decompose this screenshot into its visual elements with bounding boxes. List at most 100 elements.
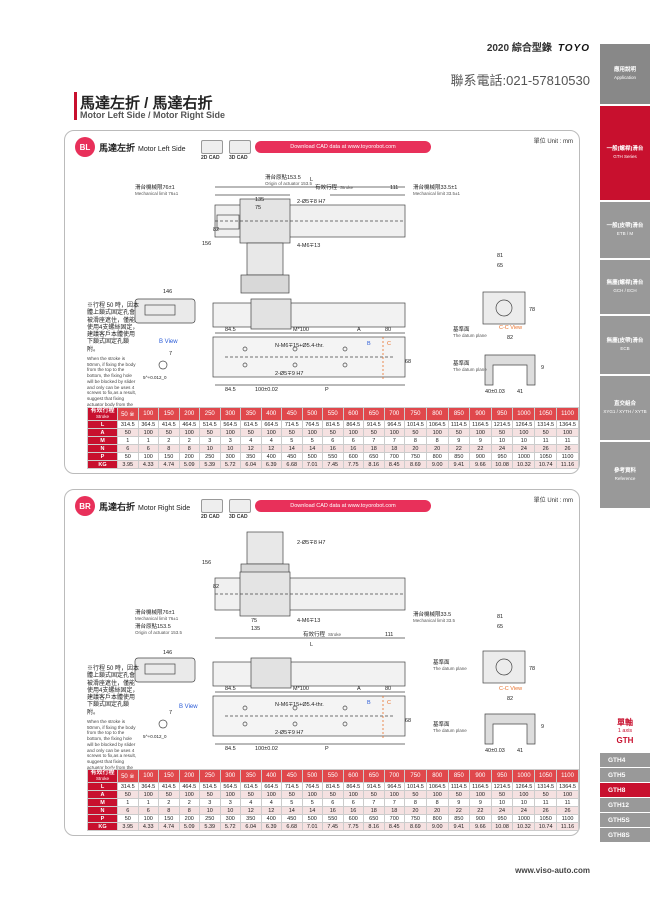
dim-75: 75 [255, 205, 261, 211]
datum-label-en: The datum plane [433, 666, 467, 671]
table-cell: 700 [383, 452, 405, 461]
stroke-cell: 400 [260, 769, 282, 783]
table-cell: 314.5 [117, 420, 139, 429]
table-cell: 250 [199, 452, 221, 461]
table-cell: 11 [556, 436, 579, 445]
cad-2d-label: 2D CAD [201, 514, 220, 520]
download-cad-button[interactable]: Download CAD data at www.toyorobot.com [255, 141, 431, 153]
stroke-cell: 350 [240, 407, 262, 421]
table-cell: 50 [158, 428, 180, 437]
table-cell: 8 [404, 436, 427, 445]
gth-item-gth5[interactable]: GTH5 [600, 767, 650, 782]
mech-limit-right-en: Mechanical limit 33.5 [413, 618, 456, 623]
gth-item-gth8s[interactable]: GTH8S [600, 827, 650, 842]
table-cell: 10.08 [490, 822, 514, 831]
gth-item-gth5s[interactable]: GTH5S [600, 812, 650, 827]
table-cell: 20 [404, 444, 427, 453]
table-cell: 664.5 [260, 420, 282, 429]
table-cell: 100 [178, 428, 200, 437]
table-cell: 1164.5 [469, 782, 492, 791]
table-cell: 11 [534, 436, 558, 445]
download-cad-button[interactable]: Download CAD data at www.toyorobot.com [255, 500, 431, 512]
table-cell: 5.39 [199, 460, 221, 469]
table-cell: 1 [137, 798, 159, 807]
table-cell: 100 [469, 790, 492, 799]
table-cell: 650 [363, 452, 385, 461]
table-cell: 1214.5 [490, 782, 514, 791]
tap-spec: N-M6∓15+Ø5.4-thr. [275, 343, 324, 349]
dim-7: 7 [169, 351, 172, 357]
row-header: P [87, 452, 118, 461]
dim-9: 9 [541, 724, 544, 730]
stroke-cell: 650 [363, 407, 385, 421]
table-cell: 16 [322, 444, 344, 453]
table-cell: 100 [425, 428, 449, 437]
table-cell: 3 [219, 436, 241, 445]
table-cell: 6 [117, 806, 139, 815]
dim-80: 80 [385, 327, 391, 333]
table-cell: 11 [556, 798, 579, 807]
stroke-cell: 600 [342, 407, 364, 421]
table-cell: 7.75 [342, 822, 364, 831]
table-cell: 10 [199, 444, 221, 453]
footer-url[interactable]: www.viso-auto.com [515, 866, 590, 875]
table-cell: 4.33 [137, 822, 159, 831]
cad-2d-icon[interactable] [201, 140, 223, 154]
table-cell: 100 [137, 790, 159, 799]
table-cell: 10.32 [512, 460, 536, 469]
table-cell: 4.74 [158, 822, 180, 831]
cad-3d-icon[interactable] [229, 140, 251, 154]
table-cell: 16 [342, 806, 364, 815]
gth-item-gth4[interactable]: GTH4 [600, 752, 650, 767]
table-cell: 864.5 [342, 782, 364, 791]
cad-3d-icon[interactable] [229, 499, 251, 513]
cad-2d-icon[interactable] [201, 499, 223, 513]
dim-40: 40±0.03 [485, 389, 505, 395]
table-cell: 9.00 [425, 460, 449, 469]
table-cell: 100 [137, 428, 159, 437]
stroke-cell: 1050 [534, 769, 558, 783]
dim-80: 80 [385, 686, 391, 692]
table-cell: 100 [512, 790, 536, 799]
table-cell: 814.5 [322, 782, 344, 791]
table-cell: 564.5 [219, 782, 241, 791]
dim-146: 146 [163, 289, 172, 295]
table-cell: 50 [322, 428, 344, 437]
stroke-cell: 550 [322, 769, 344, 783]
table-cell: 950 [490, 452, 514, 461]
table-cell: 5.72 [219, 822, 241, 831]
drawing-motor-left: 滑台原點153.5 Origin of actuator 153.5 滑台機械限… [134, 173, 544, 395]
gth-item-gth12[interactable]: GTH12 [600, 797, 650, 812]
datum-label: 基準面 [433, 658, 450, 666]
gth-item-gth8[interactable]: GTH8 [600, 782, 650, 797]
table-cell: 6.68 [281, 460, 303, 469]
table-cell: 600 [342, 814, 364, 823]
row-header: KG [87, 822, 118, 831]
table-cell: 150 [158, 452, 180, 461]
mech-limit-right-en: Mechanical limit 33.5±1 [413, 191, 460, 196]
table-cell: 7.75 [342, 460, 364, 469]
table-cell: 100 [219, 790, 241, 799]
row-header: N [87, 444, 118, 453]
table-cell: 7 [383, 798, 405, 807]
row-header: L [87, 420, 118, 429]
table-cell: 10.32 [512, 822, 536, 831]
table-cell: 1164.5 [469, 420, 492, 429]
table-cell: 550 [322, 814, 344, 823]
table-cell: 50 [534, 790, 558, 799]
mech-limit-left: 滑台機械限76±1 [135, 608, 175, 616]
stroke-cell: 700 [383, 407, 405, 421]
table-cell: 3 [199, 798, 221, 807]
table-cell: 514.5 [199, 782, 221, 791]
table-cell: 6 [322, 798, 344, 807]
